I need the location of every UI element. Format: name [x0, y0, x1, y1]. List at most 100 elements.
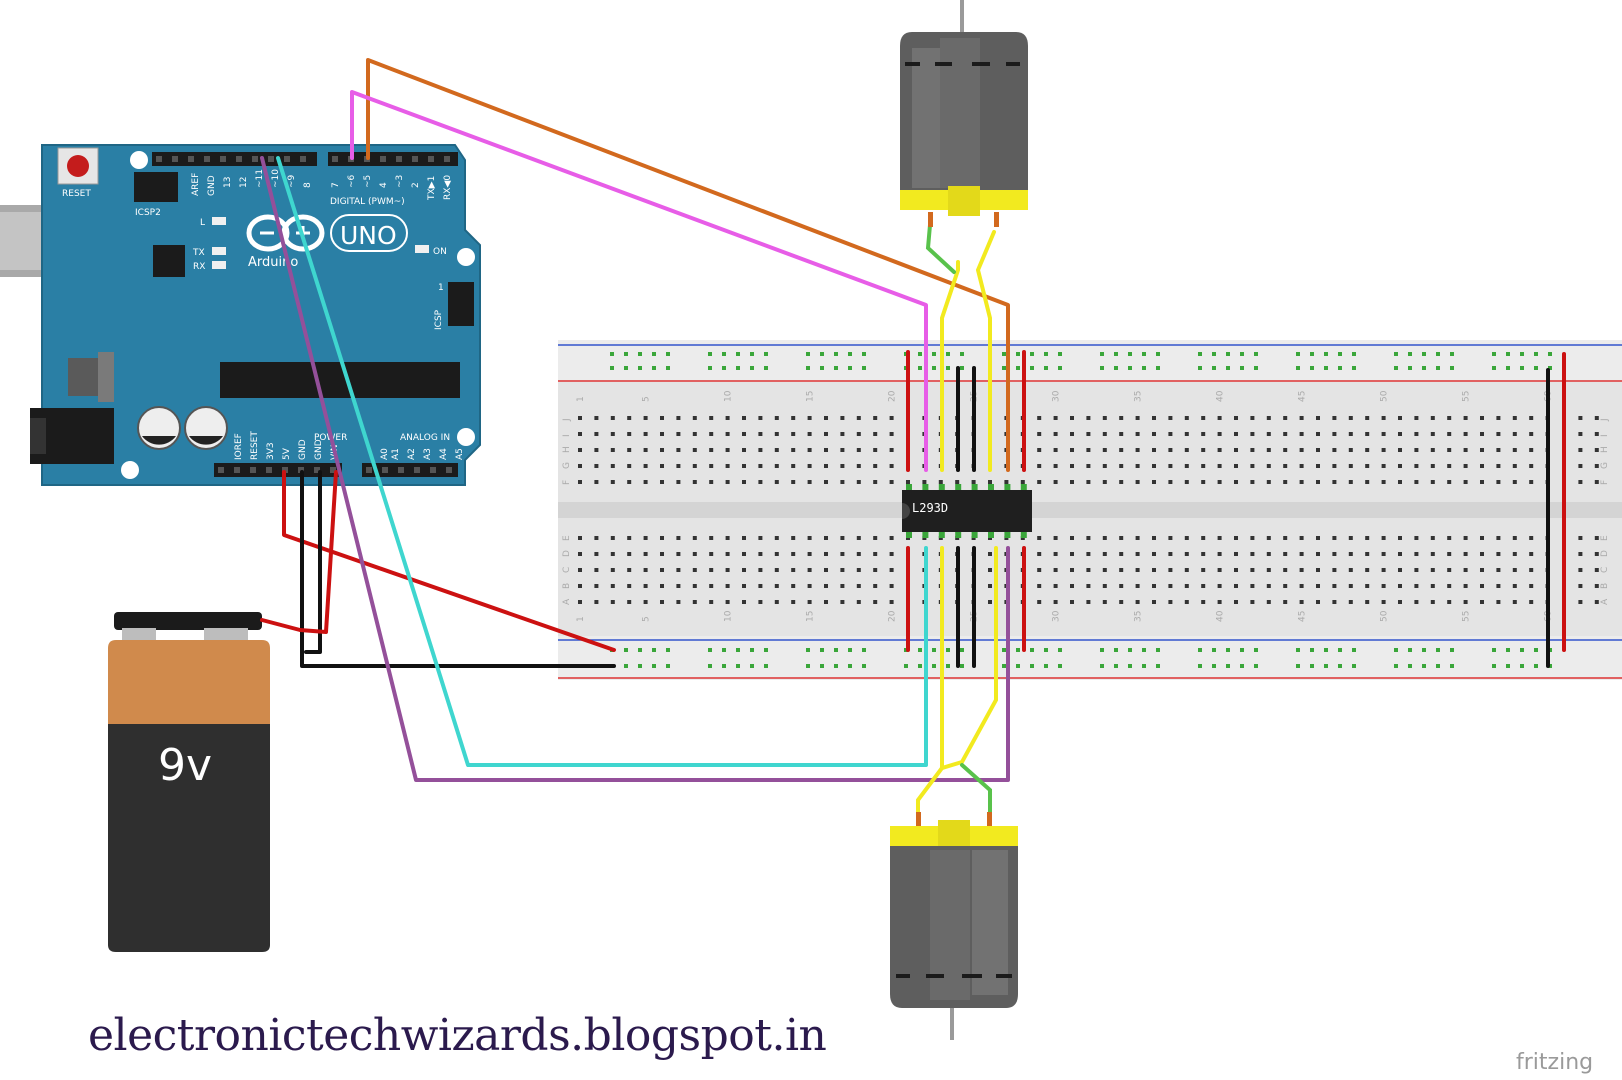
- column-number: 10: [724, 610, 734, 622]
- pin-label-gnd1: GND: [298, 439, 308, 460]
- column-number: 15: [806, 611, 816, 622]
- motor-terminal: [916, 812, 921, 826]
- mount-hole: [457, 248, 475, 266]
- column-number: 55: [1462, 611, 1472, 622]
- l293d-chip: L293D: [902, 484, 1032, 538]
- row-letter: D: [562, 550, 572, 557]
- pin-label-tx1: TX▶1: [427, 176, 437, 201]
- pin-label-ioref: IOREF: [234, 433, 244, 460]
- wire-red-battery-pos: [260, 470, 338, 634]
- column-number: 10: [724, 390, 734, 402]
- pin-label-5: ~5: [363, 175, 373, 188]
- pin-label-12: 12: [239, 177, 249, 188]
- column-number: 30: [1052, 610, 1062, 622]
- column-number: 20: [888, 610, 898, 622]
- column-number: 5: [642, 616, 652, 622]
- breadboard-holes: [578, 352, 1599, 668]
- wire-red-5v: [282, 470, 616, 652]
- row-letter: D: [1600, 550, 1610, 557]
- icsp-header: [448, 282, 474, 326]
- digital-header-low: [328, 152, 458, 166]
- power-header: [214, 463, 342, 477]
- wire-black-gnd: [300, 470, 616, 668]
- icsp2-label: ICSP2: [135, 208, 161, 218]
- motor-terminal: [928, 212, 933, 227]
- wire-orange-pin5: [366, 58, 1010, 472]
- pin-label-aref: AREF: [191, 173, 201, 196]
- row-letter: B: [1600, 583, 1610, 589]
- row-letter: G: [562, 462, 572, 469]
- usb-chip: [153, 245, 185, 277]
- pin-label-9: ~9: [287, 174, 297, 188]
- row-letter: H: [562, 446, 572, 453]
- l293d-body: [902, 490, 1032, 532]
- battery-terminal: [204, 628, 248, 642]
- blog-url: electronictechwizards.blogspot.in: [88, 1010, 827, 1061]
- pin-label-10: ~10: [271, 169, 281, 188]
- icsp-pin1-label: 1: [438, 283, 444, 293]
- fritzing-logo: fritzing: [1516, 1050, 1594, 1075]
- pin-label-rx0: RX◀0: [443, 175, 453, 200]
- pin-label-a4: A4: [439, 448, 449, 460]
- led-l: [212, 217, 226, 225]
- wire-green-motor1: [925, 223, 956, 274]
- reset-button-cap: [67, 155, 89, 177]
- mount-hole: [130, 151, 148, 169]
- wire-black-battery-neg: [304, 470, 322, 654]
- row-letter: C: [562, 567, 572, 573]
- pin-label-3v3: 3V3: [266, 442, 276, 460]
- pin-label-a3: A3: [423, 448, 433, 460]
- reset-label: RESET: [62, 189, 91, 199]
- led-rx-label: RX: [193, 262, 205, 272]
- led-tx-label: TX: [192, 248, 205, 258]
- pin-label-4: 4: [379, 182, 389, 188]
- column-number: 40: [1216, 610, 1226, 622]
- digital-label: DIGITAL (PWM~): [330, 197, 405, 207]
- pin-label-2: 2: [411, 182, 421, 188]
- pin-label-gnd2: GND: [314, 439, 324, 460]
- digital-header-high: [152, 152, 317, 166]
- breadboard-divider: [558, 502, 1622, 518]
- column-number: 50: [1380, 390, 1390, 402]
- column-number: 1: [576, 396, 586, 402]
- pin-label-13: 13: [223, 177, 233, 188]
- battery-label: 9v: [158, 740, 212, 791]
- motor-terminal: [987, 812, 992, 826]
- column-number: 45: [1298, 391, 1308, 402]
- pin-label-gnd: GND: [207, 175, 217, 196]
- mount-hole: [121, 461, 139, 479]
- wire-yellow-motor1: [940, 260, 960, 472]
- row-letter: I: [1600, 434, 1610, 437]
- column-number: 35: [1134, 391, 1144, 402]
- analog-header: [362, 463, 458, 477]
- row-letter: E: [1600, 535, 1610, 541]
- motor-shaft: [950, 1008, 954, 1040]
- breadboard: 1155101015152020252530303535404045455050…: [558, 340, 1622, 680]
- row-letter: A: [1600, 598, 1610, 605]
- icsp2-header: [134, 172, 178, 202]
- atmega-chip: [220, 362, 460, 398]
- battery-body: [108, 724, 270, 952]
- bottom-power-rail: [558, 636, 1622, 680]
- led-l-label: L: [200, 218, 205, 228]
- pin-label-reset: RESET: [250, 431, 260, 460]
- arduino-board: [41, 144, 481, 486]
- mount-hole: [457, 428, 475, 446]
- row-letter: J: [562, 418, 572, 422]
- motor-terminal: [994, 212, 999, 227]
- motor-shaft: [960, 0, 964, 32]
- pin-label-5v: 5V: [282, 447, 292, 460]
- led-tx: [212, 247, 226, 255]
- column-number: 35: [1134, 611, 1144, 622]
- column-number: 1: [576, 616, 586, 622]
- wire-yellow-motor2: [916, 766, 944, 814]
- wire-green-motor2: [960, 763, 992, 814]
- row-letter: E: [562, 535, 572, 541]
- row-letter: G: [1600, 462, 1610, 469]
- row-letter: A: [562, 598, 572, 605]
- dc-motor-bottom: [890, 812, 1018, 1040]
- arduino-uno: RESET ICSP2 AREF GND 13 12 ~11 ~10 ~9 8 …: [0, 144, 481, 486]
- wire-magenta-pin6: [350, 90, 928, 472]
- pin-label-3: ~3: [395, 175, 405, 188]
